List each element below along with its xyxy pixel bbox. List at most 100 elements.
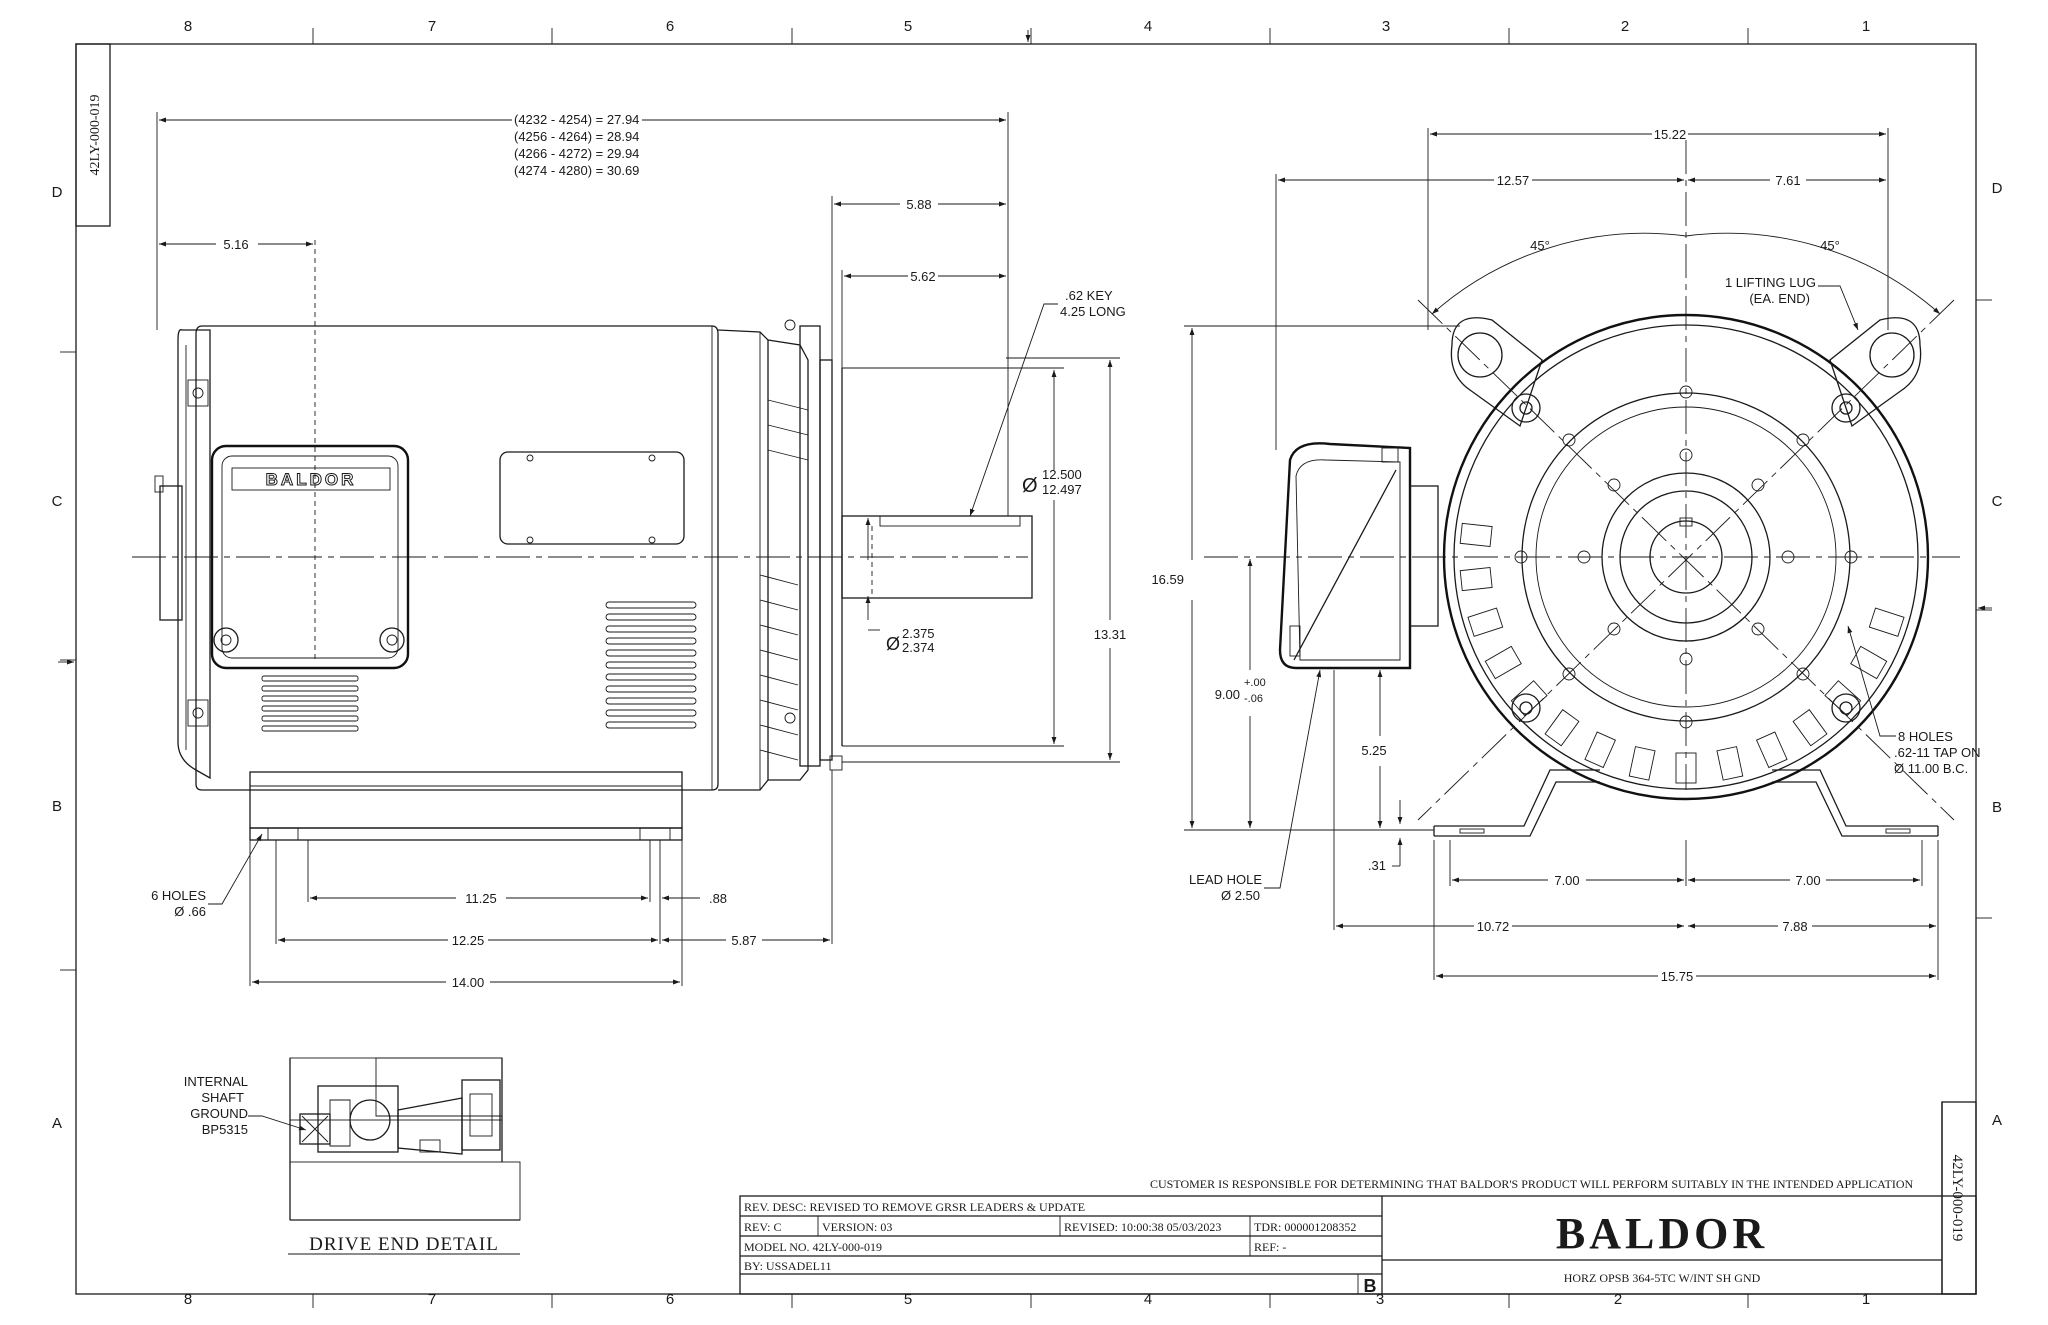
ref: REF: - bbox=[1254, 1240, 1286, 1254]
key-note-1: .62 KEY bbox=[1065, 288, 1113, 303]
dim-16-59: 16.59 bbox=[1151, 572, 1184, 587]
detail-notes: INTERNAL SHAFT GROUND BP5315 DRIVE END D… bbox=[184, 1074, 520, 1255]
side-view-dimensions: (4232 - 4254) = 27.94 (4256 - 4264) = 28… bbox=[151, 112, 1126, 990]
drawing-number-tab-top: 42LY-000-019 bbox=[75, 43, 111, 227]
angle-right: 45° bbox=[1820, 238, 1840, 253]
zone-right-c: C bbox=[1992, 493, 2003, 510]
svg-text:42LY-000-019: 42LY-000-019 bbox=[1949, 1155, 1965, 1242]
pilot-dia-top: 12.500 bbox=[1042, 467, 1082, 482]
revised: REVISED: 10:00:38 05/03/2023 bbox=[1064, 1220, 1221, 1234]
zone-top-6: 6 bbox=[666, 18, 674, 35]
zone-left-b: B bbox=[52, 798, 62, 815]
pilot-dia-symbol: Ø bbox=[1022, 475, 1038, 497]
dim-88: .88 bbox=[709, 891, 727, 906]
zone-left-a: A bbox=[52, 1115, 62, 1132]
zone-right-d: D bbox=[1992, 180, 2003, 197]
dim-7-00-right: 7.00 bbox=[1795, 873, 1820, 888]
zone-labels: 8 7 6 5 4 3 2 1 8 7 6 5 4 3 2 1 D C B A … bbox=[52, 18, 2003, 1308]
title-logo: BALDOR bbox=[1556, 1209, 1768, 1258]
zone-bottom-8: 8 bbox=[184, 1291, 192, 1308]
pilot-dia-bottom: 12.497 bbox=[1042, 482, 1082, 497]
zone-top-5: 5 bbox=[904, 18, 912, 35]
dim-7-88: 7.88 bbox=[1782, 919, 1807, 934]
end-view-dimensions: 15.22 12.57 7.61 45° 45° 1 LIFTING LUG (… bbox=[1151, 127, 1980, 984]
detail-note-2: SHAFT bbox=[201, 1090, 244, 1105]
overall-length-3: (4266 - 4272) = 29.94 bbox=[514, 146, 639, 161]
angle-left: 45° bbox=[1530, 238, 1550, 253]
svg-text:42LY-000-019: 42LY-000-019 bbox=[88, 94, 103, 175]
rev: REV: C bbox=[744, 1220, 781, 1234]
overall-length-1: (4232 - 4254) = 27.94 bbox=[514, 112, 639, 127]
dim-7-00-left: 7.00 bbox=[1554, 873, 1579, 888]
detail-note-1: INTERNAL bbox=[184, 1074, 248, 1089]
zone-bottom-1: 1 bbox=[1862, 1291, 1870, 1308]
dim-5-16: 5.16 bbox=[223, 237, 248, 252]
overall-length-2: (4256 - 4264) = 28.94 bbox=[514, 129, 639, 144]
version: VERSION: 03 bbox=[822, 1220, 892, 1234]
lug-note-1: 1 LIFTING LUG bbox=[1725, 275, 1816, 290]
motor-end-view bbox=[1204, 140, 1960, 837]
dim-5-62: 5.62 bbox=[910, 269, 935, 284]
detail-note-4: BP5315 bbox=[202, 1122, 248, 1137]
holes-note-1: 6 HOLES bbox=[151, 888, 206, 903]
dim-5-87: 5.87 bbox=[731, 933, 756, 948]
dim-12-57: 12.57 bbox=[1497, 173, 1530, 188]
zone-left-d: D bbox=[52, 184, 63, 201]
zone-bottom-4: 4 bbox=[1144, 1291, 1152, 1308]
zone-top-8: 8 bbox=[184, 18, 192, 35]
zone-right-a: A bbox=[1992, 1112, 2002, 1129]
dim-7-61: 7.61 bbox=[1775, 173, 1800, 188]
zone-top-7: 7 bbox=[428, 18, 436, 35]
dim-11-25: 11.25 bbox=[465, 891, 497, 906]
key-note-2: 4.25 LONG bbox=[1060, 304, 1126, 319]
zone-right-b: B bbox=[1992, 799, 2002, 816]
shaft-dia-bottom: 2.374 bbox=[902, 640, 935, 655]
overall-length-4: (4274 - 4280) = 30.69 bbox=[514, 163, 639, 178]
disclaimer: CUSTOMER IS RESPONSIBLE FOR DETERMINING … bbox=[1150, 1177, 1914, 1191]
dim-10-72: 10.72 bbox=[1477, 919, 1510, 934]
tol-plus: +.00 bbox=[1244, 677, 1266, 689]
title-block: CUSTOMER IS RESPONSIBLE FOR DETERMINING … bbox=[739, 1102, 1977, 1296]
tap-note-1: 8 HOLES bbox=[1898, 729, 1953, 744]
dim-31: .31 bbox=[1368, 858, 1386, 873]
tap-note-2: .62-11 TAP ON bbox=[1894, 745, 1980, 760]
drawing-description: HORZ OPSB 364-5TC W/INT SH GND bbox=[1564, 1271, 1761, 1285]
detail-note-3: GROUND bbox=[190, 1106, 248, 1121]
lead-note-2: Ø 2.50 bbox=[1221, 888, 1260, 903]
zone-top-4: 4 bbox=[1144, 18, 1152, 35]
shaft-dia-symbol: Ø bbox=[886, 634, 900, 654]
dim-9-00: 9.00 bbox=[1215, 687, 1240, 702]
by: BY: USSADEL11 bbox=[744, 1259, 831, 1273]
zone-bottom-6: 6 bbox=[666, 1291, 674, 1308]
detail-title: DRIVE END DETAIL bbox=[309, 1234, 499, 1255]
drive-end-detail bbox=[248, 1057, 521, 1221]
dim-13-31: 13.31 bbox=[1094, 627, 1127, 642]
zone-top-2: 2 bbox=[1621, 18, 1629, 35]
tol-minus: -.06 bbox=[1244, 693, 1263, 705]
zone-bottom-3: 3 bbox=[1376, 1291, 1384, 1308]
drawing-number-tab-bottom: 42LY-000-019 bbox=[1941, 1101, 1977, 1295]
lead-note-1: LEAD HOLE bbox=[1189, 872, 1262, 887]
zone-bottom-7: 7 bbox=[428, 1291, 436, 1308]
shaft-dia-top: 2.375 bbox=[902, 626, 935, 641]
dim-12-25: 12.25 bbox=[452, 933, 485, 948]
rev-desc: REV. DESC: REVISED TO REMOVE GRSR LEADER… bbox=[744, 1200, 1085, 1214]
holes-note-2: Ø .66 bbox=[174, 904, 206, 919]
dim-5-25: 5.25 bbox=[1361, 743, 1386, 758]
dim-5-88: 5.88 bbox=[906, 197, 931, 212]
dim-14-00: 14.00 bbox=[452, 975, 485, 990]
model-number: MODEL NO. 42LY-000-019 bbox=[744, 1240, 882, 1254]
zone-top-1: 1 bbox=[1862, 18, 1870, 35]
tap-note-3: Ø 11.00 B.C. bbox=[1894, 761, 1968, 776]
zone-left-c: C bbox=[52, 493, 63, 510]
tdr: TDR: 000001208352 bbox=[1254, 1220, 1356, 1234]
conduit-logo: BALDOR bbox=[266, 470, 357, 489]
zone-bottom-2: 2 bbox=[1614, 1291, 1622, 1308]
dim-15-75: 15.75 bbox=[1661, 969, 1694, 984]
motor-side-view: BALDOR bbox=[132, 319, 1033, 841]
dim-15-22: 15.22 bbox=[1654, 127, 1687, 142]
lug-note-2: (EA. END) bbox=[1749, 291, 1810, 306]
sheet-size: B bbox=[1364, 1276, 1377, 1296]
zone-top-3: 3 bbox=[1382, 18, 1390, 35]
